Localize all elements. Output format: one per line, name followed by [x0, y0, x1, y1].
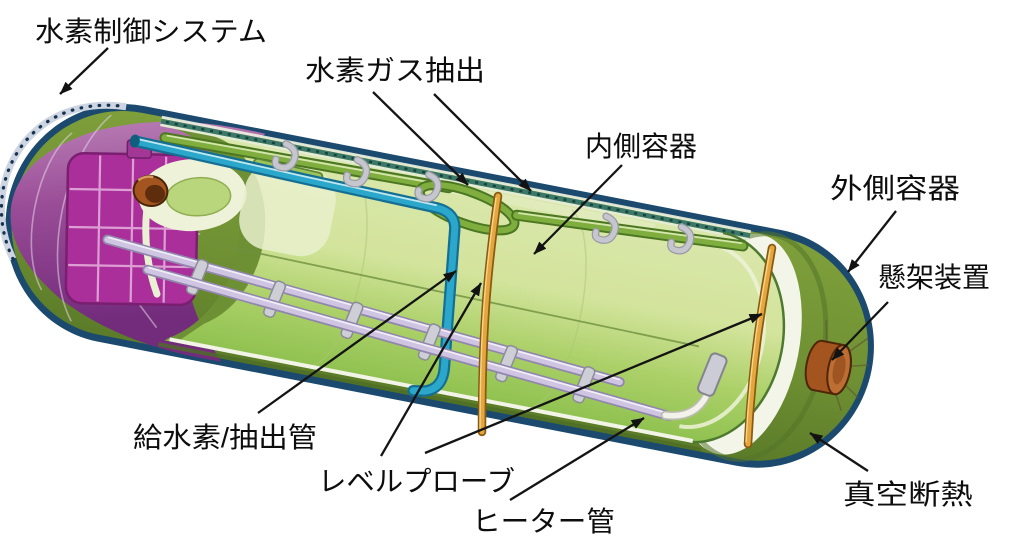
annotation-hydrogen-gas-extraction: 水素ガス抽出 — [305, 55, 532, 192]
supply-pipe-end-cap — [129, 134, 140, 148]
arrow-vacuum-insulation — [809, 432, 869, 472]
annotation-heater-pipe: ヒーター管 — [472, 417, 645, 537]
label-inner-vessel: 内側容器 — [585, 131, 697, 162]
arrow-suspension-device — [831, 301, 889, 361]
label-vacuum-insulation: 真空断熱 — [843, 479, 973, 510]
bottom-shade-line — [158, 342, 702, 452]
arrow-hydrogen-control-system — [59, 47, 109, 95]
arrow-level-probe-1 — [380, 282, 482, 457]
label-suspension-device: 懸架装置 — [878, 262, 990, 293]
inner-vessel-dome-edge — [682, 231, 786, 444]
equator-seam — [221, 244, 700, 348]
pipe-hooks — [271, 140, 695, 255]
label-level-probe: レベルプローブ — [318, 466, 515, 497]
heater-pipe-clips — [185, 258, 596, 404]
arrow-outer-vessel — [847, 210, 897, 273]
arrow-hydrogen-gas-extraction-1 — [372, 91, 469, 186]
level-probe-mid — [477, 191, 503, 437]
annotations: 水素制御システム 水素ガス抽出 内側容器 外側容器 懸架装置 給水素/抽出管 レ… — [35, 16, 990, 537]
arrow-hydrogen-gas-extraction-2 — [433, 93, 532, 192]
label-hydrogen-control-system: 水素制御システム — [35, 16, 267, 47]
label-heater-pipe: ヒーター管 — [472, 506, 615, 537]
label-hydrogen-gas-extraction: 水素ガス抽出 — [305, 55, 485, 86]
label-hydrogen-supply-extraction-pipe: 給水素/抽出管 — [133, 422, 317, 453]
annotation-level-probe: レベルプローブ — [318, 282, 763, 497]
label-outer-vessel: 外側容器 — [830, 173, 960, 204]
annotation-hydrogen-control-system: 水素制御システム — [35, 16, 267, 95]
arrow-heater-pipe — [509, 417, 645, 501]
level-probe-right — [743, 243, 777, 449]
port-ring — [132, 174, 169, 208]
annotation-outer-vessel: 外側容器 — [830, 173, 960, 273]
cap-rim-dots — [0, 103, 128, 261]
annotation-hydrogen-supply-extraction-pipe: 給水素/抽出管 — [133, 270, 457, 453]
annotation-vacuum-insulation: 真空断熱 — [809, 432, 973, 510]
arrow-inner-vessel — [533, 164, 623, 255]
heater-pipes — [102, 234, 625, 387]
annotation-inner-vessel: 内側容器 — [533, 131, 697, 255]
supply-extraction-pipe — [129, 134, 461, 397]
arrow-level-probe-2 — [424, 312, 763, 455]
heater-pipe-bracket — [697, 352, 728, 397]
annotation-suspension-device: 懸架装置 — [831, 262, 990, 361]
dome-inner-ring — [678, 243, 767, 429]
arrow-hydrogen-supply-extraction-pipe — [257, 270, 457, 414]
